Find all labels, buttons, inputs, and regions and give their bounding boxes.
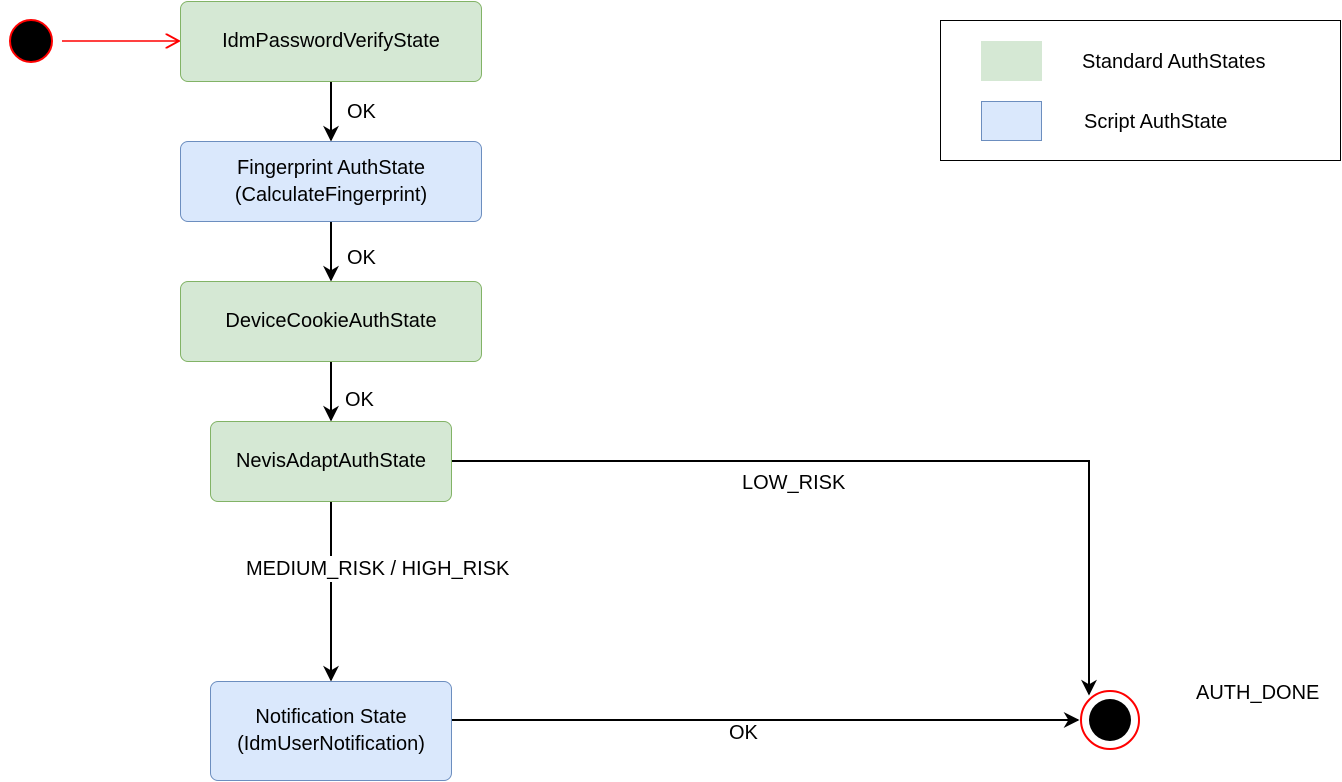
transition-label-low-risk: LOW_RISK <box>742 472 846 494</box>
state-label-line2: (CalculateFingerprint) <box>234 183 428 206</box>
transition-label-ok: OK <box>347 247 376 269</box>
initial-state <box>9 19 53 63</box>
state-nevis-adapt[interactable]: NevisAdaptAuthState <box>210 421 452 502</box>
state-label-line1: Fingerprint AuthState <box>237 156 425 179</box>
state-idm-password-verify[interactable]: IdmPasswordVerifyState <box>180 1 482 82</box>
transition-label-ok: OK <box>729 722 758 744</box>
state-label: IdmPasswordVerifyState <box>222 30 440 52</box>
legend-script-swatch <box>981 101 1042 141</box>
transition-label-ok: OK <box>347 101 376 123</box>
legend-standard-label: Standard AuthStates <box>1082 51 1266 73</box>
transition-label-medium-high-risk: MEDIUM_RISK / HIGH_RISK <box>246 558 510 580</box>
state-label: DeviceCookieAuthState <box>225 310 437 332</box>
legend: Standard AuthStates Script AuthState <box>940 20 1341 161</box>
state-device-cookie[interactable]: DeviceCookieAuthState <box>180 281 482 362</box>
legend-script-label: Script AuthState <box>1084 111 1228 133</box>
state-label-line2: (IdmUserNotification) <box>237 733 425 755</box>
state-notification[interactable]: Notification State (IdmUserNotification) <box>210 681 452 781</box>
legend-standard-swatch <box>981 41 1042 81</box>
transition-label-ok: OK <box>345 389 374 411</box>
final-state-label: AUTH_DONE <box>1196 682 1320 704</box>
edge-nevis-to-done <box>452 460 1097 696</box>
state-label: NevisAdaptAuthState <box>235 450 427 472</box>
state-label-line1: Notification State <box>255 706 407 728</box>
state-fingerprint[interactable]: Fingerprint AuthState (CalculateFingerpr… <box>180 141 482 222</box>
final-state-dot <box>1089 699 1131 741</box>
